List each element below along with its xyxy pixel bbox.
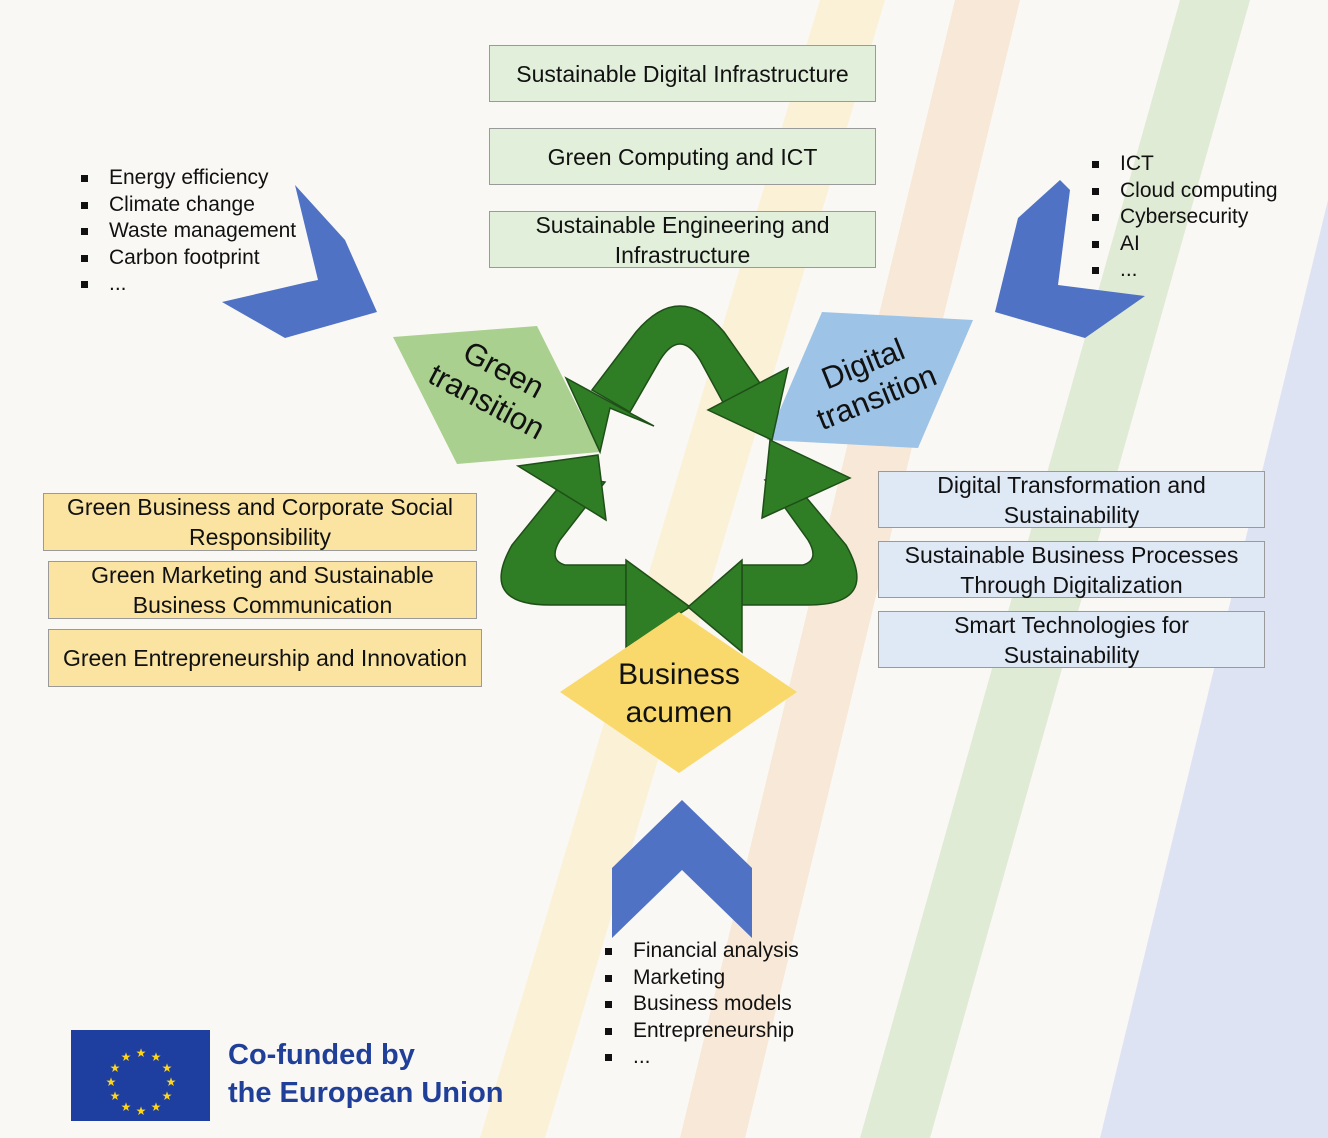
eu-flag-icon: ★ ★ ★ ★ ★ ★ ★ ★ ★ ★ ★ ★	[71, 1030, 210, 1121]
svg-text:★: ★	[110, 1089, 121, 1103]
bg-stripe-yellow	[480, 0, 885, 1138]
list-item: Financial analysis	[603, 938, 799, 965]
svg-text:★: ★	[162, 1089, 173, 1103]
left-box-green-marketing: Green Marketing and Sustainable Business…	[48, 561, 477, 619]
chevron-down-right-icon	[222, 185, 377, 338]
left-box-green-entrepreneurship: Green Entrepreneurship and Innovation	[48, 629, 482, 687]
svg-text:★: ★	[136, 1046, 147, 1060]
list-item: Entrepreneurship	[603, 1018, 799, 1045]
list-item: Business models	[603, 991, 799, 1018]
list-item: Waste management	[79, 218, 296, 245]
svg-text:★: ★	[162, 1061, 173, 1075]
list-item: Marketing	[603, 965, 799, 992]
svg-text:★: ★	[110, 1061, 121, 1075]
svg-text:★: ★	[121, 1050, 132, 1064]
right-box-digital-transformation: Digital Transformation and Sustainabilit…	[878, 471, 1265, 528]
svg-text:★: ★	[151, 1100, 162, 1114]
bg-stripe-blue	[1100, 200, 1328, 1138]
digital-topics-list: ICT Cloud computing Cybersecurity AI ...	[1090, 151, 1278, 284]
list-item: Climate change	[79, 192, 296, 219]
eu-cofunded-text: Co-funded by the European Union	[228, 1036, 504, 1112]
right-box-sustainable-business-processes: Sustainable Business Processes Through D…	[878, 541, 1265, 598]
eu-stars: ★ ★ ★ ★ ★ ★ ★ ★ ★ ★ ★ ★	[106, 1046, 177, 1118]
list-item: ...	[79, 271, 296, 298]
list-item: Cloud computing	[1090, 178, 1278, 205]
right-box-smart-technologies: Smart Technologies for Sustainability	[878, 611, 1265, 668]
svg-text:★: ★	[166, 1075, 177, 1089]
list-item: ICT	[1090, 151, 1278, 178]
list-item: Cybersecurity	[1090, 204, 1278, 231]
top-box-green-computing: Green Computing and ICT	[489, 128, 876, 185]
list-item: Energy efficiency	[79, 165, 296, 192]
top-box-digital-infrastructure: Sustainable Digital Infrastructure	[489, 45, 876, 102]
svg-text:★: ★	[121, 1100, 132, 1114]
green-transition-shape	[393, 326, 600, 464]
digital-transition-shape	[767, 312, 973, 448]
business-acumen-line1: Business	[618, 658, 740, 691]
recycle-icon	[500, 305, 858, 654]
chevron-down-left-icon	[995, 180, 1145, 338]
green-topics-list: Energy efficiency Climate change Waste m…	[79, 165, 296, 298]
eu-text-line2: the European Union	[228, 1077, 504, 1109]
left-box-green-business-csr: Green Business and Corporate Social Resp…	[43, 493, 477, 551]
eu-text-line1: Co-funded by	[228, 1039, 415, 1071]
svg-text:★: ★	[106, 1075, 117, 1089]
list-item: ...	[1090, 257, 1278, 284]
chevron-up-icon	[612, 800, 752, 938]
top-box-sustainable-engineering: Sustainable Engineering and Infrastructu…	[489, 211, 876, 268]
svg-text:★: ★	[151, 1050, 162, 1064]
business-acumen-label: Business acumen	[589, 656, 769, 732]
list-item: AI	[1090, 231, 1278, 258]
list-item: ...	[603, 1044, 799, 1071]
list-item: Carbon footprint	[79, 245, 296, 272]
business-acumen-line2: acumen	[625, 696, 733, 729]
business-topics-list: Financial analysis Marketing Business mo…	[603, 938, 799, 1071]
svg-text:★: ★	[136, 1104, 147, 1118]
business-acumen-shape	[560, 612, 797, 773]
